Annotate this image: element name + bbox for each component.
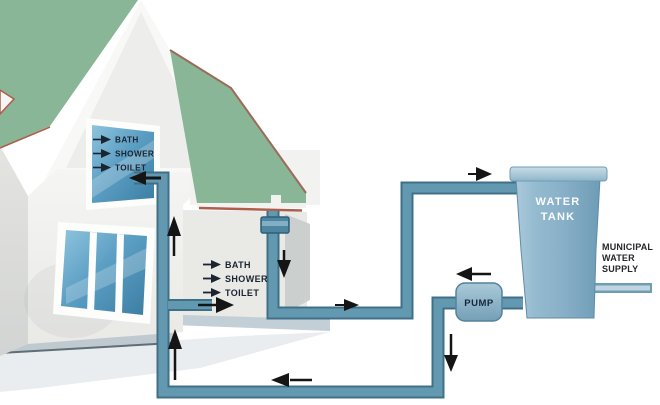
lower-window-glare — [66, 248, 147, 304]
upper-window-glare — [92, 140, 154, 198]
downpipe-filter — [260, 216, 290, 234]
lower-label-bath: BATH — [225, 260, 251, 270]
rain-pipe — [268, 183, 520, 318]
lower-window — [53, 222, 155, 324]
tank-label-line2: TANK — [541, 211, 576, 223]
upper-label-toilet: TOILET — [115, 164, 146, 173]
municipal-label: MUNICIPAL WATER SUPPLY — [602, 242, 653, 274]
tank-rim — [509, 166, 608, 182]
upper-label-row-shower: SHOWER — [93, 149, 154, 159]
municipal-label-line1: MUNICIPAL — [602, 242, 653, 252]
municipal-label-line2: WATER — [602, 253, 635, 263]
lower-label-row-toilet: TOILET — [203, 288, 259, 298]
roof-right-notch — [271, 195, 281, 204]
lower-window-mullion-1 — [87, 232, 97, 313]
pump: PUMP — [455, 282, 503, 322]
ground-edge-line — [0, 342, 174, 354]
pump-label: PUMP — [464, 298, 494, 309]
filter-highlight — [262, 221, 288, 226]
municipal-label-line3: SUPPLY — [602, 264, 638, 274]
lower-window-glass — [61, 230, 147, 315]
flow-arrows — [129, 167, 492, 387]
arrow-riser-up-2 — [168, 329, 182, 380]
roof-left — [0, 0, 138, 148]
arrow-pump-outlet — [456, 267, 491, 281]
arrow-rain-pipe-right — [335, 299, 359, 311]
arrow-return-left — [271, 373, 312, 387]
lower-window-mullion-2 — [115, 234, 124, 315]
pump-body — [455, 282, 503, 322]
garage-eave-red — [198, 206, 303, 212]
roof-right — [170, 50, 306, 203]
lower-label-row-bath: BATH — [203, 260, 251, 270]
arrow-downpipe-down — [277, 250, 291, 278]
upper-label-bath: BATH — [115, 136, 139, 145]
garage-fascia — [197, 203, 306, 208]
garage-side-wall — [285, 214, 310, 313]
upper-label-shower: SHOWER — [115, 150, 154, 159]
water-tank: WATER TANK — [509, 166, 608, 319]
lower-bathroom-labels: BATH SHOWER TOILET — [203, 260, 268, 298]
arrow-riser-up-1 — [167, 216, 181, 256]
arrow-upper-bathroom-inlet — [129, 171, 161, 185]
left-side-wall — [0, 146, 28, 356]
upper-bathroom-labels: BATH SHOWER TOILET — [93, 135, 154, 173]
arrow-drop-pipe-down — [444, 334, 458, 372]
lower-label-shower: SHOWER — [225, 274, 268, 284]
arrow-tank-top-inlet — [468, 167, 492, 181]
roof-left-eave-red — [0, 126, 51, 149]
lower-label-toilet: TOILET — [225, 288, 259, 298]
neighbor-roof-corner — [0, 89, 16, 116]
roof-right-edge-red — [169, 49, 307, 194]
upper-label-row-toilet: TOILET — [93, 163, 146, 173]
tank-label-line1: WATER — [536, 196, 581, 208]
lower-label-row-shower: SHOWER — [203, 274, 268, 284]
arrow-lower-bathroom-inlet — [198, 297, 234, 313]
upper-label-row-bath: BATH — [93, 135, 139, 145]
